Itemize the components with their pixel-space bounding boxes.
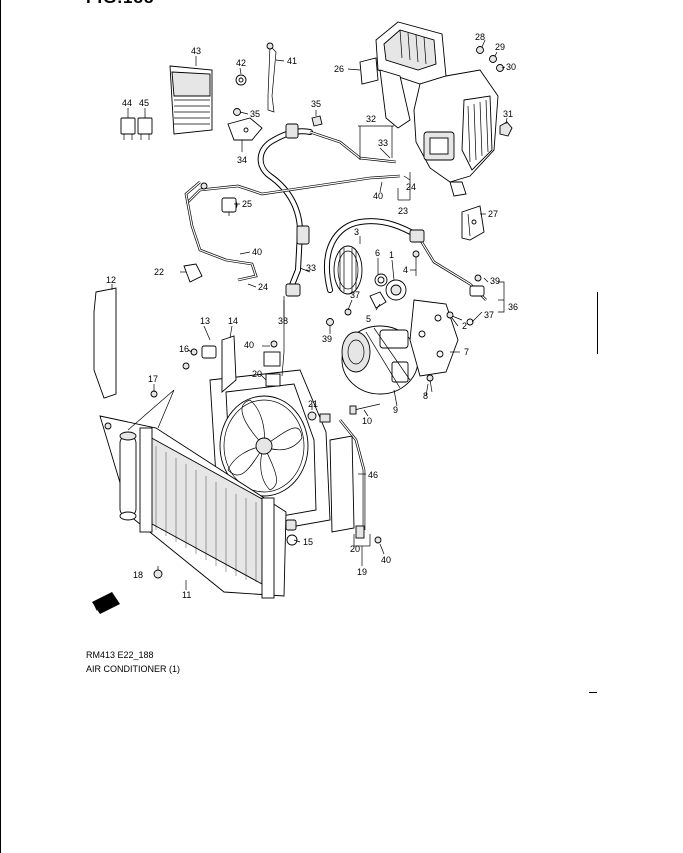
shroud-panel-part[interactable] (329, 435, 355, 533)
compressor-pulley-part[interactable] (369, 273, 407, 309)
pressure-switch-part[interactable] (221, 197, 237, 216)
compressor-bolt-parts (349, 250, 485, 415)
callout-25: 25 (242, 199, 252, 209)
compressor-bracket-part[interactable] (409, 299, 459, 377)
callout-10: 10 (362, 416, 372, 426)
callout-2: 2 (462, 321, 467, 331)
page-left-border (0, 0, 1, 853)
callout-24-left: 24 (258, 282, 268, 292)
callout-44: 44 (122, 98, 132, 108)
evaporator-unit-part[interactable] (359, 21, 499, 197)
callout-27: 27 (488, 209, 498, 219)
callout-42: 42 (236, 58, 246, 68)
callout-5: 5 (366, 314, 371, 324)
drive-belt-part[interactable] (333, 245, 363, 295)
callout-18: 18 (133, 570, 143, 580)
callout-1: 1 (389, 250, 394, 260)
bracket-part-22[interactable] (183, 263, 203, 283)
callout-21: 21 (308, 399, 318, 409)
callout-8: 8 (423, 391, 428, 401)
callout-20-upper: 20 (252, 369, 262, 379)
callout-40-bottom: 40 (381, 555, 391, 565)
relay-parts[interactable] (120, 117, 153, 140)
callout-22: 22 (154, 267, 164, 277)
callout-43: 43 (191, 46, 201, 56)
callout-37-mid: 37 (350, 290, 360, 300)
callout-32: 32 (366, 114, 376, 124)
margin-mark-vertical (597, 292, 598, 354)
callout-11: 11 (182, 590, 191, 600)
callout-3: 3 (354, 227, 359, 237)
forward-arrow-icon: FWD (92, 592, 120, 614)
callout-17: 17 (148, 374, 158, 384)
callout-34: 34 (237, 155, 247, 165)
hose-bolt-parts (326, 274, 482, 326)
fan-motor-part[interactable] (182, 345, 217, 370)
callout-33-mid: 33 (306, 263, 316, 273)
callout-35-left: 35 (250, 109, 260, 119)
callout-labels: 43 42 41 44 45 35 34 35 26 32 33 40 24 2… (106, 32, 518, 600)
callout-46: 46 (368, 470, 378, 480)
bracket-part-27[interactable] (461, 205, 485, 241)
lower-fastener-parts (104, 390, 382, 579)
callout-23: 23 (398, 206, 408, 216)
callout-20-lower: 20 (350, 544, 360, 554)
callout-40-top: 40 (373, 191, 383, 201)
callout-leader-lines (111, 39, 508, 590)
nut-clip-bracket-parts (227, 42, 323, 141)
callout-33-top: 33 (378, 138, 388, 148)
receiver-drier-part[interactable] (119, 431, 137, 521)
callout-19: 19 (357, 567, 367, 577)
callout-38: 38 (278, 316, 288, 326)
callout-39-left: 39 (322, 334, 332, 344)
callout-35-right: 35 (311, 99, 321, 109)
condenser-part[interactable] (99, 415, 287, 599)
figure-title: FIG.188 (86, 0, 154, 8)
diagram-code: RM413 E22_188 (86, 650, 154, 660)
callout-13: 13 (200, 316, 210, 326)
callout-14: 14 (228, 316, 238, 326)
callout-41: 41 (287, 56, 297, 66)
callout-37-right: 37 (484, 310, 494, 320)
callout-40-left: 40 (244, 340, 254, 350)
margin-mark-horizontal (589, 692, 597, 693)
callout-12: 12 (106, 275, 116, 285)
callout-4: 4 (403, 265, 408, 275)
callout-29: 29 (495, 42, 505, 52)
evaporator-bolt-parts (476, 46, 513, 137)
callout-6: 6 (375, 248, 380, 258)
callout-28: 28 (475, 32, 485, 42)
callout-15: 15 (303, 537, 313, 547)
callout-31: 31 (503, 109, 513, 119)
callout-30: 30 (506, 62, 516, 72)
callout-7: 7 (464, 347, 469, 357)
diagram-caption: AIR CONDITIONER (1) (86, 664, 181, 674)
callout-40-mid: 40 (252, 247, 262, 257)
callout-36: 36 (508, 302, 518, 312)
compressor-part[interactable] (341, 325, 419, 395)
callout-16: 16 (179, 344, 189, 354)
callout-24-top: 24 (406, 182, 416, 192)
callout-45: 45 (139, 98, 149, 108)
fan-relay-part[interactable] (263, 340, 281, 387)
side-cover-part[interactable] (93, 287, 117, 399)
callout-26: 26 (334, 64, 344, 74)
callout-9: 9 (393, 405, 398, 415)
air-filter-part[interactable] (169, 65, 213, 135)
ac-hoses-and-pipes (184, 123, 487, 530)
callout-39-right: 39 (490, 276, 500, 286)
